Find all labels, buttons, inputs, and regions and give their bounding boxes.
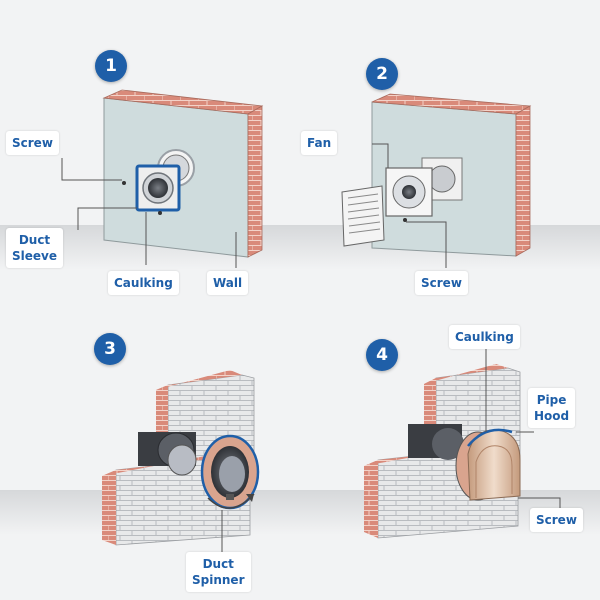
label-wall: Wall [207, 271, 248, 295]
panel-1-wall [104, 90, 262, 257]
step-2-badge: 2 [366, 58, 398, 90]
step-4-badge: 4 [366, 339, 398, 371]
label-caulking-step1: Caulking [108, 271, 179, 295]
label-screw-step4: Screw [530, 508, 583, 532]
label-screw-step1: Screw [6, 131, 59, 155]
label-duct-sleeve: Duct Sleeve [6, 228, 63, 268]
label-pipe-hood: Pipe Hood [528, 388, 575, 428]
label-fan: Fan [301, 131, 337, 155]
label-duct-spinner: Duct Spinner [186, 552, 251, 592]
label-screw-step2: Screw [415, 271, 468, 295]
label-caulking-step4: Caulking [449, 325, 520, 349]
step-1-badge: 1 [95, 50, 127, 82]
step-3-badge: 3 [94, 333, 126, 365]
